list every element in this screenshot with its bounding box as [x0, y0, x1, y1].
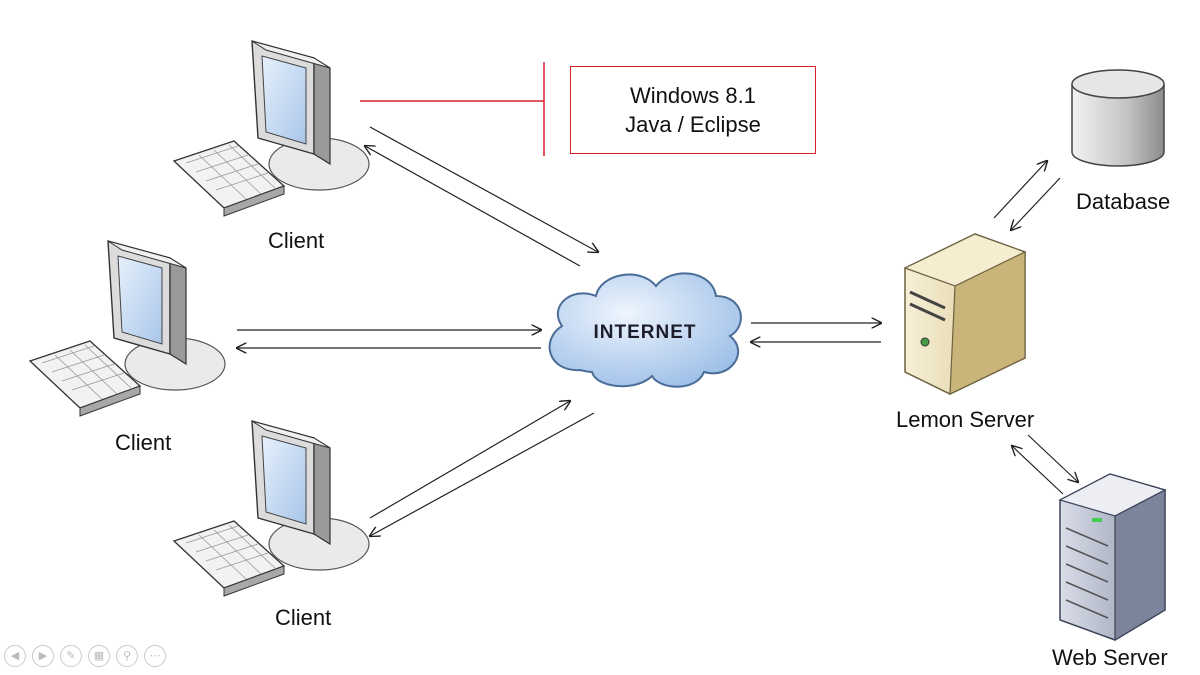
computer-icon-middle — [29, 240, 226, 417]
os-tools-note: Windows 8.1 Java / Eclipse — [570, 66, 816, 154]
database-icon — [1071, 69, 1165, 167]
web-server-icon — [1058, 473, 1167, 642]
arrow-database-to-server — [1011, 177, 1061, 230]
client-label-middle: Client — [115, 430, 172, 455]
arrow-client-bottom-to-internet — [369, 401, 570, 519]
note-line-tools: Java / Eclipse — [625, 112, 761, 137]
arrow-client-top-to-internet — [369, 126, 598, 252]
database-label: Database — [1076, 189, 1171, 214]
arrow-server-to-web-server — [1027, 434, 1078, 482]
slides-icon[interactable]: ▦ — [88, 645, 110, 667]
arrow-server-to-database — [993, 161, 1047, 219]
server-icon — [903, 233, 1027, 395]
web-server-label: Web Server — [1052, 645, 1168, 670]
client-label-top: Client — [268, 228, 325, 253]
internet-label: INTERNET — [593, 322, 697, 343]
internet-cloud-icon — [548, 272, 742, 388]
pen-icon[interactable]: ✎ — [60, 645, 82, 667]
more-icon[interactable]: ⋯ — [144, 645, 166, 667]
client-label-bottom: Client — [275, 605, 332, 630]
arrow-internet-to-client-top — [365, 146, 581, 267]
computer-icon-bottom — [173, 420, 370, 597]
computer-icon-top — [173, 40, 370, 217]
slideshow-controls: ◀ ▶ ✎ ▦ ⚲ ⋯ — [4, 645, 166, 667]
next-icon[interactable]: ▶ — [32, 645, 54, 667]
zoom-icon[interactable]: ⚲ — [116, 645, 138, 667]
arrow-web-server-to-server — [1012, 446, 1064, 495]
callout-line — [360, 62, 545, 156]
note-line-os: Windows 8.1 — [630, 83, 756, 108]
previous-icon[interactable]: ◀ — [4, 645, 26, 667]
lemon-server-label: Lemon Server — [896, 407, 1035, 432]
arrow-internet-to-client-bottom — [370, 412, 595, 536]
